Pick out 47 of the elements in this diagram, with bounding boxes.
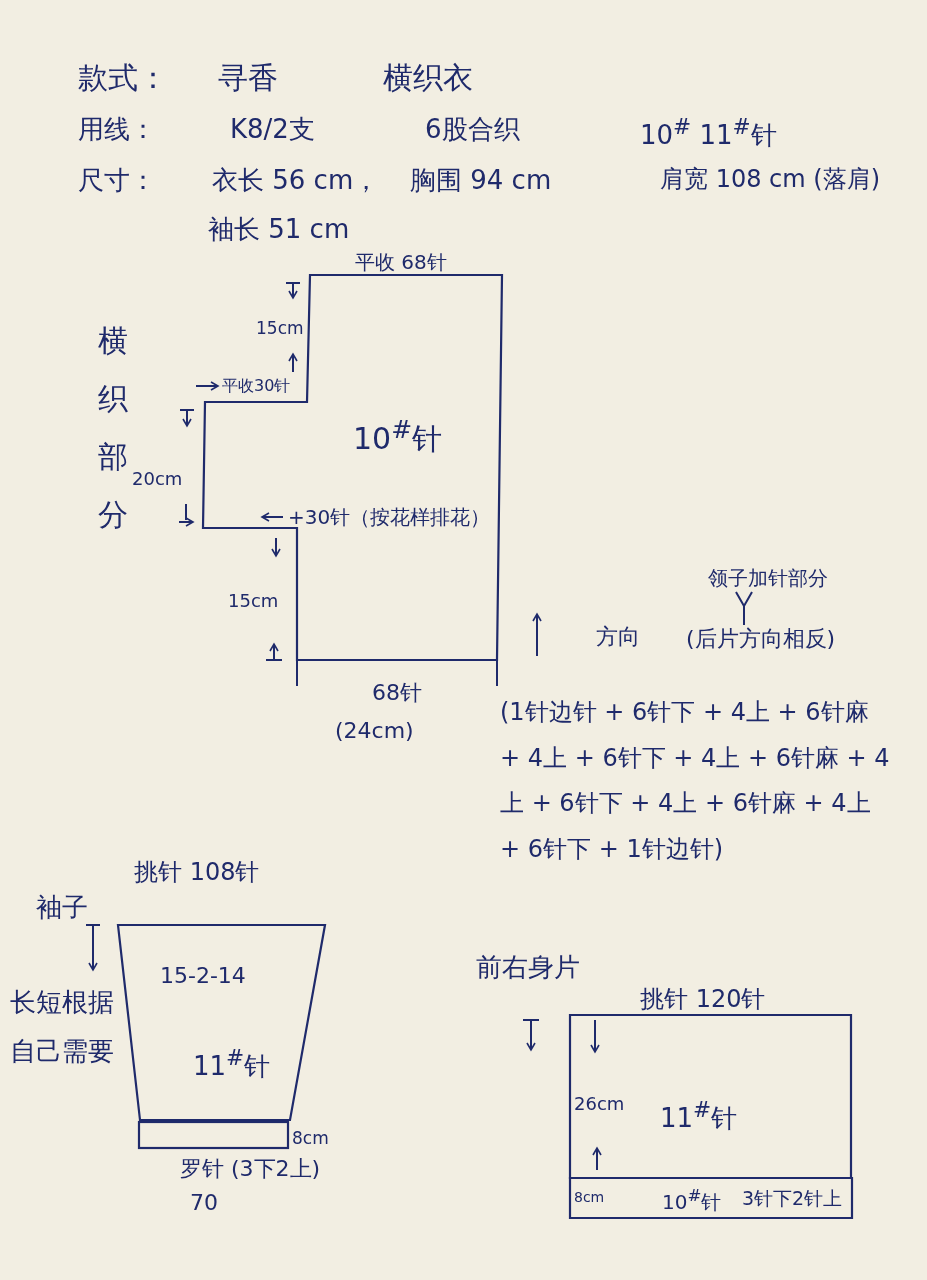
dimension-label: 8cm xyxy=(292,1128,329,1149)
stitch-count-label: +30针（按花样排花） xyxy=(288,505,491,529)
note-text: 长短根据自己需要 xyxy=(10,986,115,1069)
measurement-text: 肩宽 108 cm (落肩) xyxy=(660,165,880,194)
field-label: 款式： xyxy=(78,60,168,96)
note-text: 领子加针部分 xyxy=(708,566,828,590)
decrease-rule-text: 15-2-14 xyxy=(160,963,246,990)
stitch-count-label: 68针 xyxy=(372,680,422,707)
dimension-label: 20cm xyxy=(132,468,183,490)
dimension-label: 26cm xyxy=(574,1093,625,1115)
measurement-text: 衣长 56 cm， xyxy=(212,165,380,197)
note-text: 方向 xyxy=(596,624,640,651)
needle-size-text: 11$^{#}$针 xyxy=(193,1045,271,1082)
piece-label: 前右身片 xyxy=(476,952,580,984)
dimension-label: 15cm xyxy=(228,590,279,612)
sleeve-piece xyxy=(118,925,326,1121)
stitch-count-label: 70 xyxy=(190,1190,218,1217)
stitch-count-label: 平收 68针 xyxy=(355,250,447,274)
needle-size-text: 11$^{#}$针 xyxy=(660,1097,738,1134)
front-panel xyxy=(570,1015,852,1179)
needle-size-text: 10$^{#}$针 xyxy=(662,1186,722,1214)
rib-pattern-text: 3针下2针上 xyxy=(742,1187,843,1210)
dimension-label: 8cm xyxy=(574,1189,605,1206)
field-label: 用线： xyxy=(78,114,156,146)
measurement-text: 胸围 94 cm xyxy=(410,165,552,197)
measurement-text: 袖长 51 cm xyxy=(208,214,350,246)
title-text: 横织衣 xyxy=(383,60,473,96)
rib-band xyxy=(570,1178,853,1219)
leader-line xyxy=(735,591,753,626)
section-label: 横织部分 xyxy=(97,322,129,534)
note-text: 袖子 xyxy=(36,892,88,924)
stitch-count-label: 挑针 120针 xyxy=(640,985,766,1014)
note-text: (后片方向相反) xyxy=(686,626,836,653)
needle-size-text: 10$^{#}$ 11$^{#}$针 xyxy=(640,114,777,151)
stitch-count-label: 挑针 108针 xyxy=(134,858,260,887)
dimension-label: 15cm xyxy=(256,318,304,339)
yarn-text: K8/2支 xyxy=(230,114,315,146)
stitch-count-label: 平收30针 xyxy=(222,376,291,396)
dimension-label: (24cm) xyxy=(335,718,414,745)
title-text: 寻香 xyxy=(218,60,278,96)
field-label: 尺寸： xyxy=(78,165,156,197)
needle-size-text: 10$^{#}$针 xyxy=(353,415,443,457)
garment-piece xyxy=(203,275,503,661)
cuff-band xyxy=(138,1121,289,1149)
pattern-text: (1针边针 + 6针下 + 4上 + 6针麻 + 4上 + 6针下 + 4上 + 6针麻 + 4上 + 6针下 + 4上 + 6针麻 + 4上 + 6针下 + 1针边针) xyxy=(500,697,890,865)
stitch-count-label: 罗针 (3下2上) xyxy=(180,1156,321,1183)
yarn-text: 6股合织 xyxy=(425,114,520,146)
